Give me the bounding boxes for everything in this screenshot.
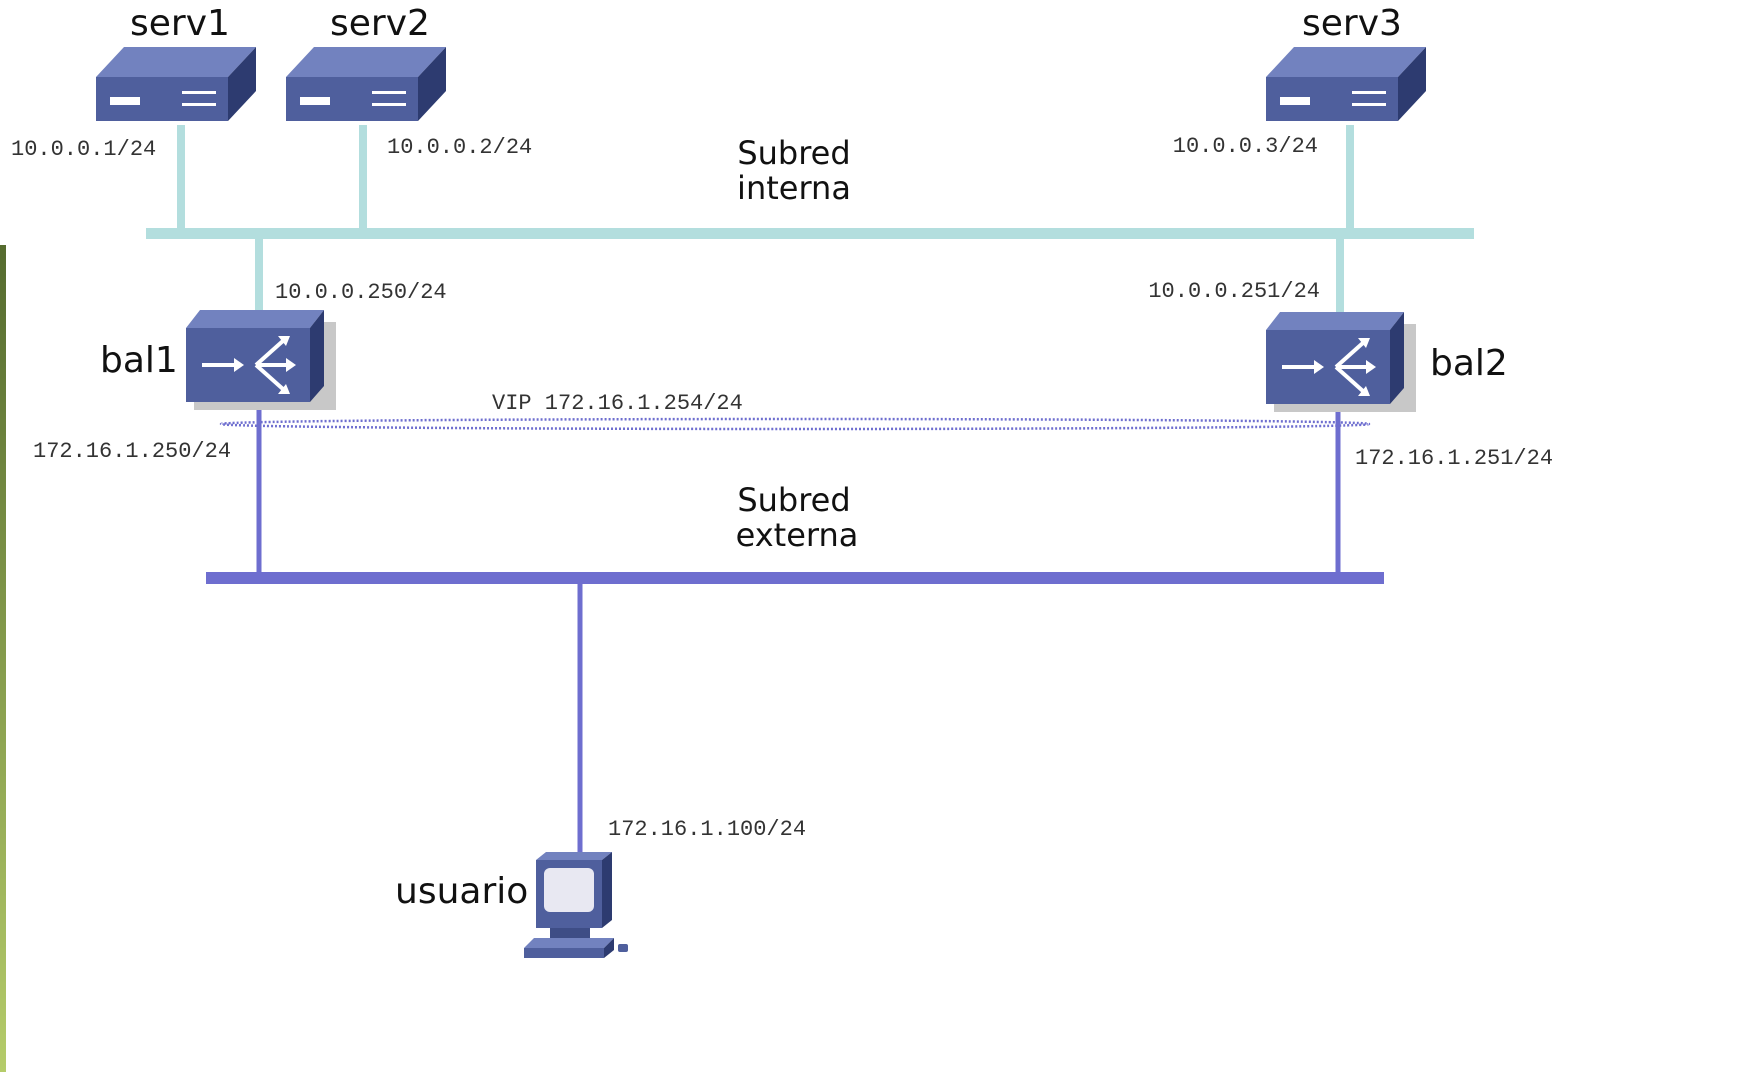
serv2-ip: 10.0.0.2/24 [387, 135, 532, 160]
external-subnet-label-line1: Subred [737, 481, 850, 519]
serv3-server-icon [1266, 47, 1426, 121]
serv1-name: serv1 [130, 3, 230, 44]
bal1-external-ip: 172.16.1.250/24 [33, 439, 231, 464]
serv1-ip: 10.0.0.1/24 [11, 137, 156, 162]
external-subnet-label-line2: externa [736, 516, 859, 554]
bal1-load-balancer-icon [186, 310, 336, 410]
bal2-external-ip: 172.16.1.251/24 [1355, 446, 1553, 471]
bal1-name: bal1 [100, 340, 178, 381]
bal2-load-balancer-icon [1266, 312, 1416, 412]
serv2-server-icon [286, 47, 446, 121]
vip-shared-link [219, 417, 1371, 431]
serv3-name: serv3 [1302, 3, 1402, 44]
vip-label: VIP 172.16.1.254/24 [492, 391, 743, 416]
external-subnet-links [256, 400, 1341, 860]
serv1-server-icon [96, 47, 256, 121]
usuario-computer-icon [524, 852, 628, 958]
bal1-internal-ip: 10.0.0.250/24 [275, 280, 447, 305]
internal-subnet-links [177, 125, 1354, 314]
user-name: usuario [395, 871, 528, 912]
bal2-internal-ip: 10.0.0.251/24 [1148, 279, 1320, 304]
bal2-name: bal2 [1430, 343, 1508, 384]
slide-accent-bar [0, 245, 6, 1072]
internal-subnet-label-line1: Subred [737, 134, 850, 172]
serv3-ip: 10.0.0.3/24 [1173, 134, 1318, 159]
external-subnet-bus [206, 572, 1384, 584]
user-ip: 172.16.1.100/24 [608, 817, 806, 842]
internal-subnet-bus [146, 228, 1474, 239]
serv2-name: serv2 [330, 3, 430, 44]
internal-subnet-label-line2: interna [737, 169, 851, 207]
